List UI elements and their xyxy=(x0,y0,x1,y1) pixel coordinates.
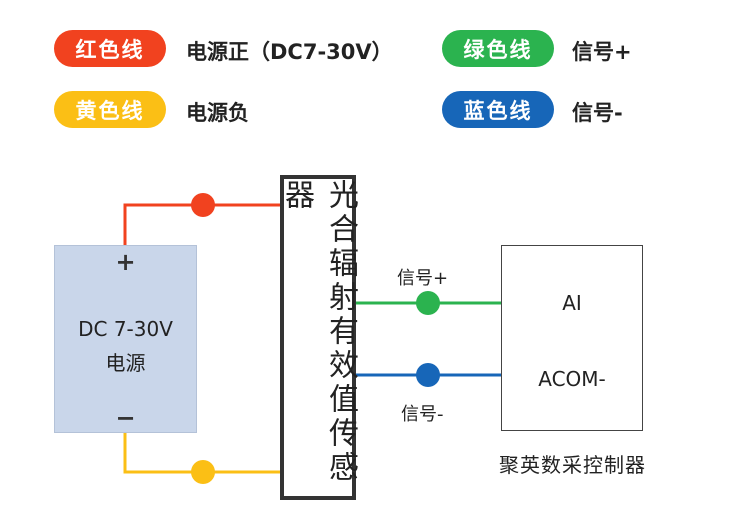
controller-name: 聚英数采控制器 xyxy=(499,453,646,477)
sensor-label: 光合辐射有效值传感器 xyxy=(279,179,358,485)
controller-ai-label: AI xyxy=(562,291,582,315)
legend-pill-yellow: 黄色线 xyxy=(54,91,166,128)
controller-acom-label: ACOM- xyxy=(538,367,606,391)
legend-pill-blue: 蓝色线 xyxy=(442,91,554,128)
blue-wire-node xyxy=(416,363,440,387)
legend-text-power-negative: 电源负 xyxy=(186,101,249,125)
legend-text-signal-minus: 信号- xyxy=(572,101,623,125)
signal-plus-label: 信号+ xyxy=(397,268,449,289)
power-supply-box xyxy=(54,245,197,433)
controller-box xyxy=(501,245,643,431)
green-wire-node xyxy=(416,291,440,315)
red-wire-node xyxy=(191,193,215,217)
yellow-wire xyxy=(123,433,282,474)
power-plus-terminal: + xyxy=(115,248,136,276)
signal-minus-label: 信号- xyxy=(401,404,444,425)
power-minus-terminal: − xyxy=(115,404,136,432)
power-name-label: 电源 xyxy=(105,351,146,375)
legend-text-power-positive: 电源正（DC7-30V） xyxy=(186,40,393,64)
legend-pill-red: 红色线 xyxy=(54,30,166,67)
sensor-box: 光合辐射有效值传感器 xyxy=(279,175,358,500)
legend-pill-green: 绿色线 xyxy=(442,30,554,67)
red-wire xyxy=(123,203,282,245)
yellow-wire-node xyxy=(191,460,215,484)
power-voltage-label: DC 7-30V xyxy=(78,317,173,341)
legend-text-signal-plus: 信号+ xyxy=(572,40,632,64)
